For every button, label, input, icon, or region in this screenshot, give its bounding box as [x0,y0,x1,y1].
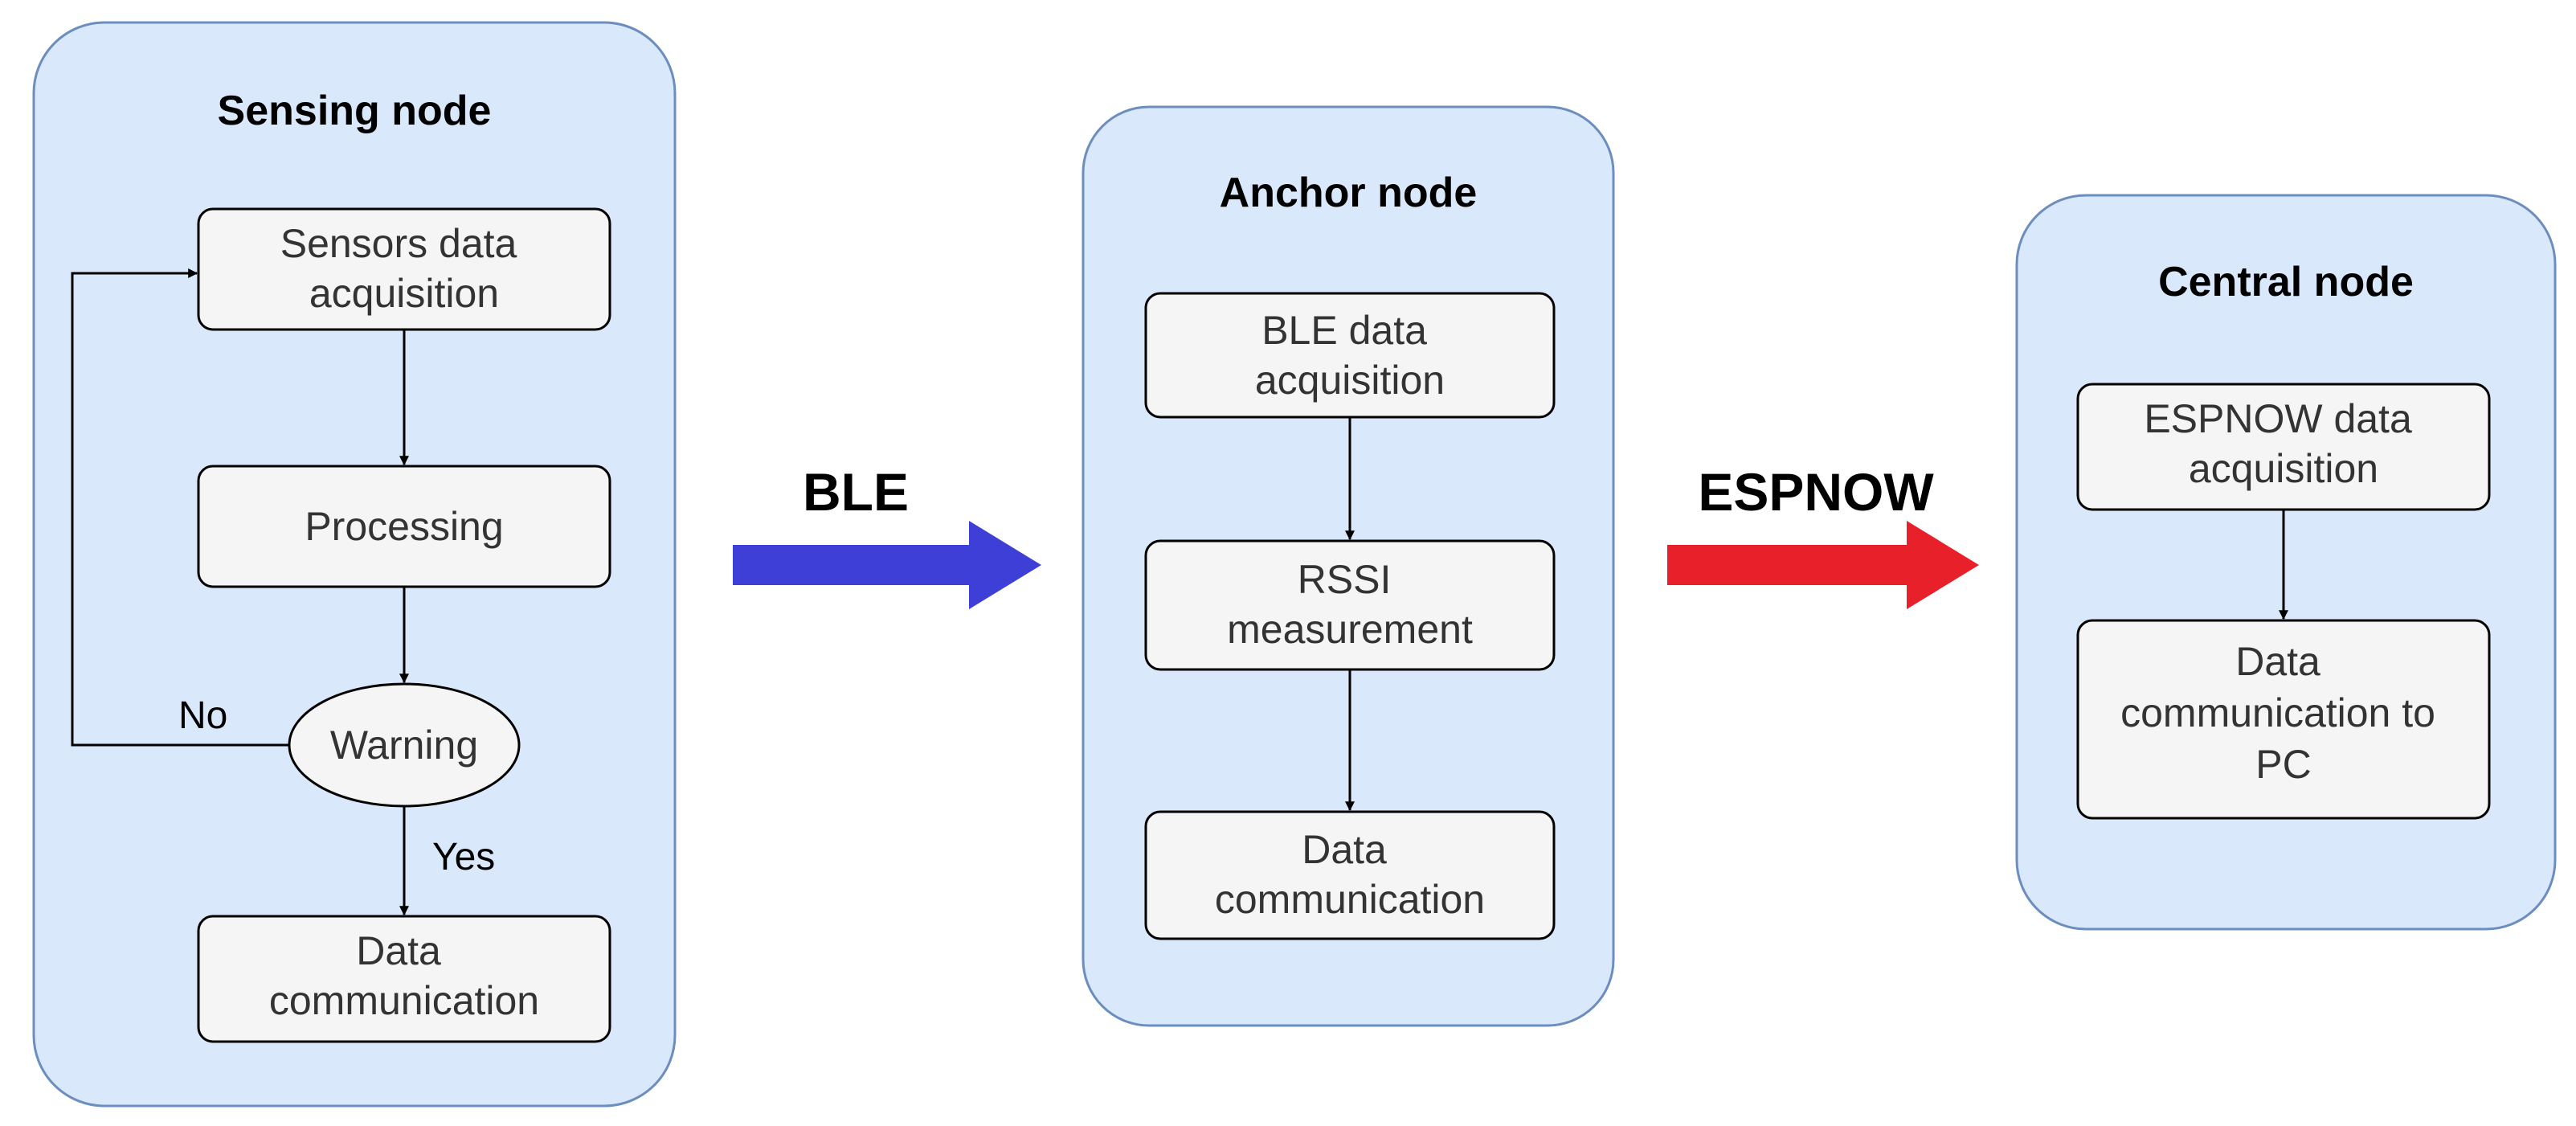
pc-communication-line-3: PC [2255,742,2311,787]
sensors-acquisition-line-1: Sensors data [280,221,517,266]
anchor-communication-box [1144,810,1556,940]
anchor-communication-line-2: communication [1215,877,1485,922]
central-node-title: Central node [2158,259,2414,305]
espnow-link-label: ESPNOW [1698,462,1934,522]
sensors-acquisition-label: Sensors data acquisition [280,221,529,316]
pc-communication-label: Data communication to PC [2120,639,2447,787]
espnow-acquisition-line-2: acquisition [2189,446,2378,491]
sensing-node-panel: Sensing node Sensors data acquisition Pr… [32,21,677,1108]
rssi-measurement-label: RSSI measurement [1227,557,1473,652]
warning-decision-label: Warning [330,723,478,768]
yes-label: Yes [432,836,495,878]
ble-link: BLE [733,462,1041,609]
warning-no-loop-arrow [71,268,289,747]
espnow-acquisition-line-1: ESPNOW data [2144,396,2412,441]
ble-link-label: BLE [803,462,909,522]
anchor-communication-line-1: Data [1302,827,1387,872]
sensing-communication-box [197,915,611,1043]
ble-acquisition-label: BLE data acquisition [1255,308,1445,403]
rssi-measurement-line-2: measurement [1227,607,1473,652]
ble-link-arrow [733,521,1041,609]
ble-acquisition-line-1: BLE data [1261,308,1427,353]
ble-acquisition-line-2: acquisition [1255,358,1445,403]
espnow-link: ESPNOW [1667,462,1979,609]
processing-label: Processing [305,504,503,549]
espnow-acquisition-label: ESPNOW data acquisition [2144,396,2423,491]
no-label: No [178,694,227,737]
sensors-acquisition-line-2: acquisition [309,271,499,316]
rssi-measurement-line-1: RSSI [1298,557,1392,602]
pc-communication-line-1: Data [2235,639,2320,684]
anchor-node-panel: Anchor node BLE data acquisition RSSI me… [1082,105,1615,1027]
anchor-communication-label: Data communication [1215,827,1485,922]
sensing-node-title: Sensing node [218,88,492,134]
sensing-communication-line-2: communication [269,978,539,1023]
sensing-communication-line-1: Data [356,928,441,973]
pc-communication-line-2: communication to [2120,690,2435,735]
sensing-communication-label: Data communication [269,928,539,1023]
anchor-node-title: Anchor node [1220,170,1478,216]
espnow-link-arrow [1667,521,1979,609]
central-node-panel: Central node ESPNOW data acquisition Dat… [2015,194,2557,931]
pc-communication-box [2076,619,2491,820]
